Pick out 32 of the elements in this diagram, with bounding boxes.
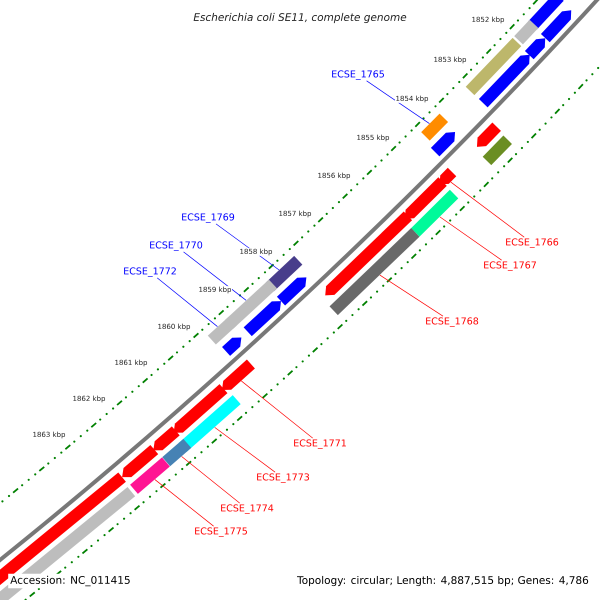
gene-bar	[411, 190, 458, 237]
leader-line	[450, 182, 525, 238]
gene-label: ECSE_1766	[506, 238, 558, 248]
gene-bar	[330, 228, 420, 316]
leader-line	[183, 252, 246, 301]
gene-label: ECSE_1770	[150, 241, 202, 251]
gene-block	[440, 168, 456, 185]
footer-text: Accession: NC_011415	[8, 574, 133, 588]
gene-block	[222, 360, 255, 390]
gene-label: ECSE_1765	[332, 70, 384, 80]
footer-text: Topology: circular; Length: 4,887,515 bp; Genes: 4,786	[295, 574, 591, 588]
gene-label: ECSE_1774	[221, 504, 274, 514]
gene-label: ECSE_1767	[484, 261, 536, 271]
leader-line	[154, 479, 214, 527]
leader-line	[241, 380, 314, 439]
gene-label: ECSE_1769	[182, 213, 234, 223]
gene-label: ECSE_1773	[257, 473, 310, 483]
leader-line	[214, 427, 276, 473]
gene-label: ECSE_1768	[426, 317, 478, 327]
gene-bar	[162, 438, 192, 466]
gene-bar	[421, 114, 448, 141]
leader-line	[156, 278, 218, 327]
gene-label: ECSE_1771	[294, 439, 346, 449]
leader-line	[380, 274, 444, 317]
gene-bar	[130, 457, 170, 494]
gene-label: ECSE_1775	[195, 527, 247, 537]
gene-label: ECSE_1772	[124, 267, 176, 277]
gene-bar	[208, 316, 237, 344]
leader-line	[440, 216, 502, 261]
gene-block	[325, 212, 412, 296]
leader-line	[366, 80, 430, 124]
title: Escherichia coli SE11, complete genome	[194, 12, 406, 24]
